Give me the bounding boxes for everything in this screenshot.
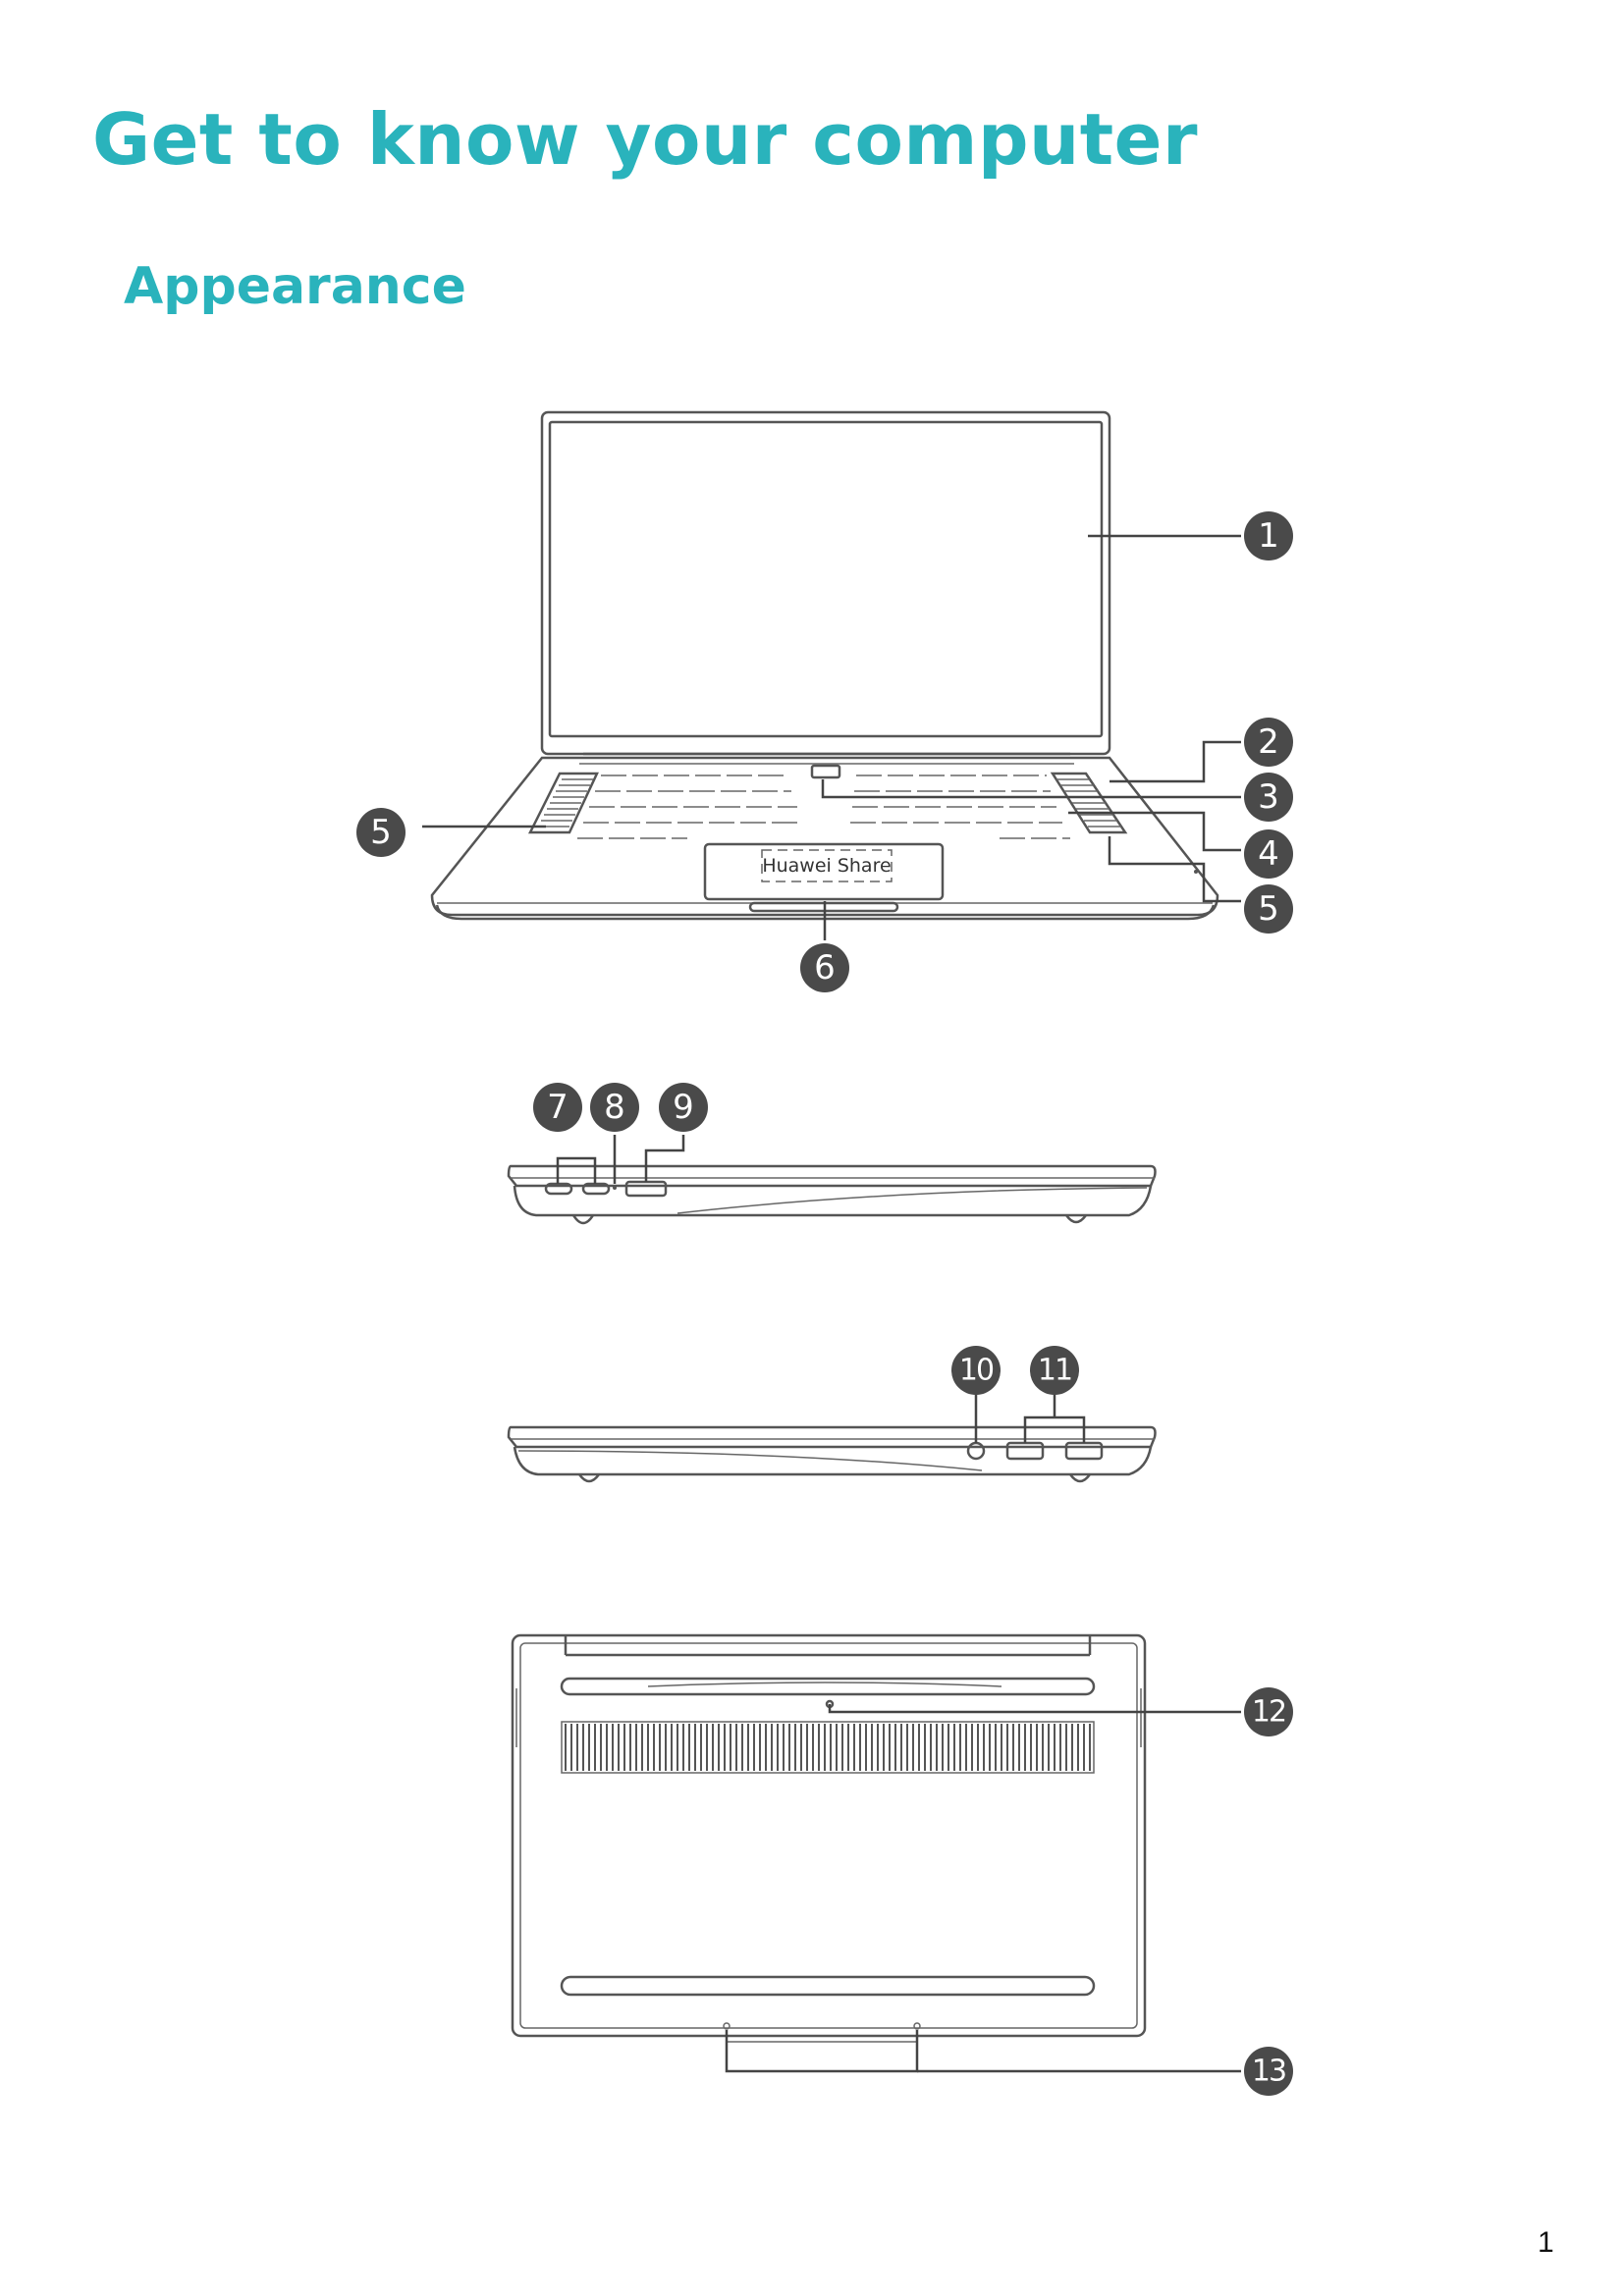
laptop-left-side-view: 7 8 9 (507, 1083, 1157, 1225)
headset-jack (966, 1441, 986, 1461)
page-number: 1 (1538, 2226, 1554, 2259)
keyboard (577, 774, 1070, 839)
callout-4: 4 (1244, 829, 1293, 879)
usb-a-port-2 (1064, 1441, 1104, 1461)
svg-text:9: 9 (673, 1088, 694, 1127)
callout-11: 11 (1030, 1346, 1079, 1395)
laptop-front-view: Huawei Share 1 2 3 4 5 (356, 410, 1293, 992)
svg-text:13: 13 (1252, 2055, 1285, 2089)
laptop-bottom-view: 12 13 (511, 1633, 1293, 2096)
page-title: Get to know your computer (92, 98, 1199, 181)
callout-1: 1 (1244, 511, 1293, 561)
usb-a-port-1 (1005, 1441, 1045, 1461)
rubber-foot-bottom (560, 1975, 1096, 1997)
svg-text:4: 4 (1258, 834, 1279, 874)
callout-10: 10 (951, 1346, 1001, 1395)
laptop-right-side-view: 10 11 (507, 1346, 1157, 1483)
svg-text:7: 7 (547, 1088, 568, 1127)
svg-text:11: 11 (1038, 1354, 1071, 1388)
svg-text:3: 3 (1258, 777, 1279, 817)
speaker-grill-left (527, 772, 599, 834)
svg-text:5: 5 (370, 813, 392, 852)
callout-8: 8 (590, 1083, 639, 1132)
power-button-icon (810, 764, 841, 779)
svg-text:5: 5 (1258, 889, 1279, 929)
callout-13: 13 (1244, 2047, 1293, 2096)
callout-5-left: 5 (356, 808, 406, 857)
svg-text:6: 6 (814, 948, 836, 988)
speaker-hole-left (723, 2022, 731, 2030)
indicator-light (613, 1186, 617, 1190)
svg-text:8: 8 (604, 1088, 625, 1127)
callout-12: 12 (1244, 1687, 1293, 1736)
huawei-share-label: Huawei Share (762, 855, 891, 877)
callout-2: 2 (1244, 718, 1293, 767)
touchpad (703, 842, 945, 901)
section-heading: Appearance (124, 257, 466, 316)
huawei-share-area (761, 849, 893, 882)
callout-3: 3 (1244, 773, 1293, 822)
svg-text:10: 10 (959, 1354, 994, 1388)
vent-grille (561, 1721, 1095, 1774)
svg-text:12: 12 (1252, 1695, 1285, 1730)
svg-text:2: 2 (1258, 722, 1279, 762)
callout-7: 7 (533, 1083, 582, 1132)
display-screen (548, 420, 1104, 738)
svg-text:1: 1 (1258, 516, 1279, 556)
rubber-foot-top (560, 1677, 1096, 1696)
callout-6: 6 (800, 943, 849, 992)
hdmi-port (624, 1180, 668, 1198)
speaker-hole-right (913, 2022, 921, 2030)
callout-9: 9 (659, 1083, 708, 1132)
callout-5-right: 5 (1244, 884, 1293, 934)
